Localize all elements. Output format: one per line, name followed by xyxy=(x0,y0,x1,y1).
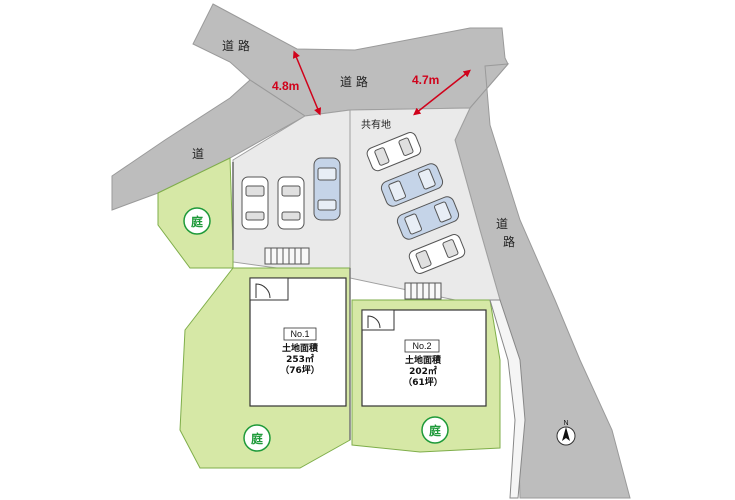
lot1-id-box xyxy=(283,327,317,341)
house-no1 xyxy=(249,277,347,407)
lot2-area-m2: 202㎡ xyxy=(409,365,437,377)
garden-badge xyxy=(243,424,271,452)
lot2-id: No.2 xyxy=(412,341,431,351)
car-icon xyxy=(396,196,460,240)
lot2-area-label: 土地面積 xyxy=(405,354,442,366)
lot1-info: No.1 土地面積 253㎡ （76坪） xyxy=(280,327,320,376)
house-no2-entry xyxy=(361,309,395,331)
lot1-id: No.1 xyxy=(290,329,309,339)
common-land-label: 共有地 xyxy=(361,118,391,131)
north-compass: N xyxy=(556,420,576,446)
steps-lot1-lines xyxy=(270,248,302,264)
compass-label: N xyxy=(563,420,568,427)
road-left xyxy=(111,79,306,211)
lot2-info: No.2 土地面積 202㎡ （61坪） xyxy=(403,339,443,388)
lot2-id-box xyxy=(404,339,440,353)
garden-label: 庭 xyxy=(251,431,263,446)
door-icon xyxy=(255,283,271,299)
dimension-arrow-left xyxy=(292,50,322,116)
retaining-wall xyxy=(489,299,526,499)
garden-badge xyxy=(183,207,211,235)
car-icon xyxy=(366,132,422,172)
door-icon xyxy=(367,315,381,329)
road-label-upper-center: 道 路 xyxy=(340,74,368,89)
garden-badge xyxy=(421,416,449,444)
steps-lot1 xyxy=(264,247,310,265)
boundaries xyxy=(232,162,526,499)
lot2-area-tsubo: （61坪） xyxy=(403,376,443,388)
parked-cars xyxy=(241,132,466,274)
north-arrow-icon xyxy=(562,427,570,441)
car-icon xyxy=(313,157,341,221)
dimension-right-width: 4.7m xyxy=(412,73,439,87)
car-icon xyxy=(380,163,444,207)
dimension-left-width: 4.8m xyxy=(272,79,299,93)
lot1-area-m2: 253㎡ xyxy=(286,353,314,365)
road-label-upper-left: 道 路 xyxy=(222,38,250,53)
car-icon xyxy=(408,234,466,274)
garden-markers: 庭 庭 庭 xyxy=(183,207,449,452)
road-label-right-bottom: 路 xyxy=(503,234,515,249)
house-no1-entry xyxy=(249,277,289,301)
steps xyxy=(264,247,442,300)
lot1-area-tsubo: （76坪） xyxy=(280,364,320,376)
garden-label: 庭 xyxy=(429,423,441,438)
dimension-arrows: 4.8m 4.7m xyxy=(272,50,471,116)
lot1-area-label: 土地面積 xyxy=(282,342,319,354)
garden-label: 庭 xyxy=(191,214,203,229)
dimension-arrow-right xyxy=(413,69,471,116)
road-label-left: 道 xyxy=(192,147,204,161)
house-no2 xyxy=(361,309,487,407)
road-label-right-top: 道 xyxy=(496,217,508,231)
road-labels: 道 路 道 路 道 道 路 共有地 xyxy=(192,38,515,249)
car-icon xyxy=(277,176,305,230)
car-icon xyxy=(241,176,269,230)
steps-lot2-lines xyxy=(410,283,436,299)
